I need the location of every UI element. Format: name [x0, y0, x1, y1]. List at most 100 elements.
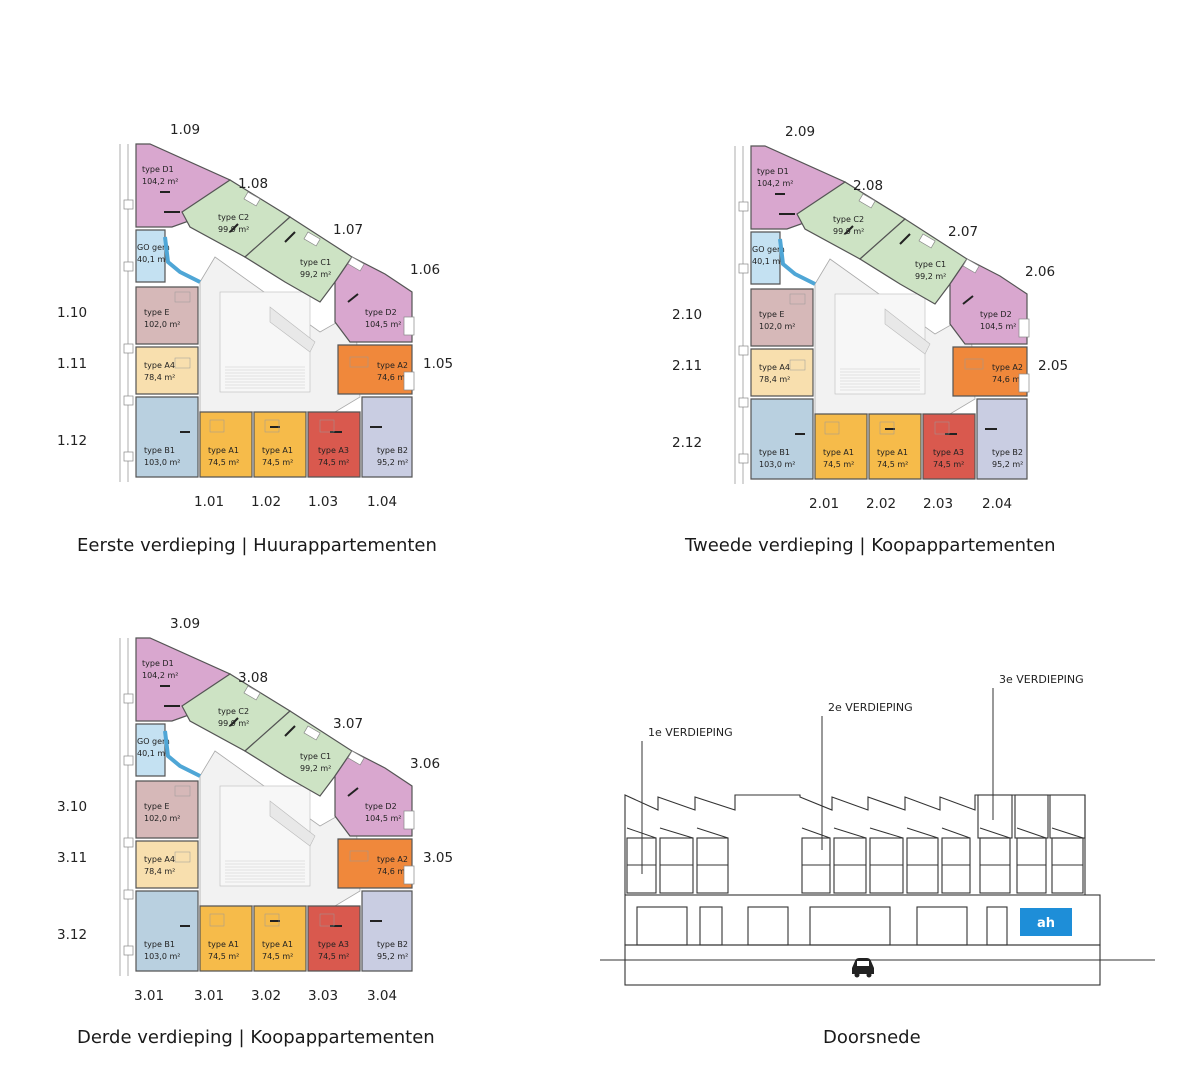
- section-level-label-2: 2e VERDIEPING: [828, 701, 913, 714]
- unit-number-b2: 2.02: [866, 496, 896, 512]
- unit-number-b4: 1.04: [367, 494, 397, 510]
- unit-c2-name: type C2: [218, 213, 249, 222]
- wall-detail: [899, 233, 911, 245]
- bathroom: [174, 785, 191, 797]
- wall-detail: [229, 717, 239, 727]
- window-top: [696, 827, 729, 839]
- unit-a1-area: 74,5 m²: [208, 458, 239, 467]
- unit-b1: [135, 890, 199, 972]
- atrium-shape: [884, 308, 931, 355]
- unit-number-b3: 2.03: [923, 496, 953, 512]
- unit-go-area: 40,1 m²: [137, 255, 168, 264]
- unit-a1: [253, 411, 307, 478]
- unit-b2-area: 95,2 m²: [377, 458, 408, 467]
- unit-a2-area: 74,6 m²: [377, 867, 408, 876]
- balcony-box: [123, 693, 134, 704]
- unit-b1-area: 103,0 m²: [759, 460, 795, 469]
- unit-go-name: GO gem: [752, 245, 785, 254]
- unit-number-u08: 3.08: [238, 670, 268, 686]
- balcony-box: [738, 345, 749, 356]
- bathroom: [174, 291, 191, 303]
- unit-e: [750, 288, 814, 347]
- unit-number-u07: 3.07: [333, 716, 363, 732]
- floor-caption-1: Eerste verdieping | Huurappartementen: [77, 535, 437, 556]
- shop-window: [747, 906, 789, 946]
- unit-d2: [334, 256, 413, 343]
- car-wheel: [866, 972, 872, 978]
- unit-go-name: GO gem: [137, 243, 170, 252]
- courtyard: [834, 293, 926, 395]
- bathroom: [264, 913, 280, 927]
- unit-a4-area: 78,4 m²: [759, 375, 790, 384]
- balcony-box: [403, 371, 415, 391]
- balcony-box: [738, 397, 749, 408]
- unit-number-u08: 2.08: [853, 178, 883, 194]
- unit-a4-name: type A4: [144, 361, 175, 370]
- unit-number-u06: 3.06: [410, 756, 440, 772]
- unit-c2-name: type C2: [833, 215, 864, 224]
- balcony-box: [738, 263, 749, 274]
- unit-number-b3: 3.03: [308, 988, 338, 1004]
- building-outline: [624, 794, 1086, 895]
- balcony-box: [243, 685, 261, 701]
- unit-a1: [814, 413, 868, 480]
- unit-d2-area: 104,5 m²: [365, 320, 401, 329]
- balcony-box: [243, 191, 261, 207]
- bathroom: [879, 421, 895, 435]
- unit-d1-area: 104,2 m²: [757, 179, 793, 188]
- unit-a1-name: type A1: [262, 446, 293, 455]
- unit-a1-name: type A1: [208, 940, 239, 949]
- unit-b1: [135, 396, 199, 478]
- unit-a1: [253, 905, 307, 972]
- unit-e: [135, 286, 199, 345]
- floor-caption-3: Derde verdieping | Koopappartementen: [77, 1027, 435, 1048]
- unit-number-u08: 1.08: [238, 176, 268, 192]
- unit-d2: [949, 258, 1028, 345]
- unit-number-u05: 1.05: [423, 356, 453, 372]
- unit-number-u12: 3.12: [57, 927, 87, 943]
- unit-a4: [135, 840, 199, 889]
- unit-a3-area: 74,5 m²: [933, 460, 964, 469]
- bathroom: [209, 419, 225, 433]
- shop-window: [699, 906, 723, 946]
- unit-go: [135, 229, 166, 283]
- unit-go-name: GO gem: [137, 737, 170, 746]
- balcony-box: [123, 945, 134, 956]
- unit-b1-area: 103,0 m²: [144, 952, 180, 961]
- bathroom: [964, 358, 984, 370]
- top-window: [1049, 794, 1086, 839]
- unit-b1-name: type B1: [144, 446, 175, 455]
- balcony-box: [123, 395, 134, 406]
- unit-d2-name: type D2: [365, 308, 397, 317]
- gallery-walkway: [778, 238, 816, 286]
- balcony-box: [403, 810, 415, 830]
- balcony-box: [123, 755, 134, 766]
- unit-a1-name: type A1: [823, 448, 854, 457]
- unit-a4: [750, 348, 814, 397]
- unit-b2-area: 95,2 m²: [992, 460, 1023, 469]
- balcony-box: [738, 453, 749, 464]
- unit-a4-name: type A4: [759, 363, 790, 372]
- unit-d2-area: 104,5 m²: [365, 814, 401, 823]
- unit-number-b3: 1.03: [308, 494, 338, 510]
- unit-go-area: 40,1 m²: [752, 257, 783, 266]
- section-level-label-3: 3e VERDIEPING: [999, 673, 1084, 686]
- unit-c1-area: 99,2 m²: [915, 272, 946, 281]
- section-drawing: ah 1e VERDIEPING 2e VERDIEPING 3e VERDIEPIN…: [600, 673, 1155, 986]
- unit-a4: [135, 346, 199, 395]
- balcony-box: [1018, 318, 1030, 338]
- car-window: [857, 961, 869, 966]
- window-top: [833, 827, 867, 839]
- unit-c2-name: type C2: [218, 707, 249, 716]
- bathroom: [349, 356, 369, 368]
- unit-e-name: type E: [144, 308, 169, 317]
- unit-a1-name: type A1: [877, 448, 908, 457]
- ah-logo-text: ah: [1037, 916, 1055, 931]
- bathroom: [319, 913, 335, 927]
- unit-a3: [307, 411, 361, 478]
- shop-window: [809, 906, 891, 946]
- unit-number-u06: 2.06: [1025, 264, 1055, 280]
- balcony-box: [123, 343, 134, 354]
- section-level-label-1: 1e VERDIEPING: [648, 726, 733, 739]
